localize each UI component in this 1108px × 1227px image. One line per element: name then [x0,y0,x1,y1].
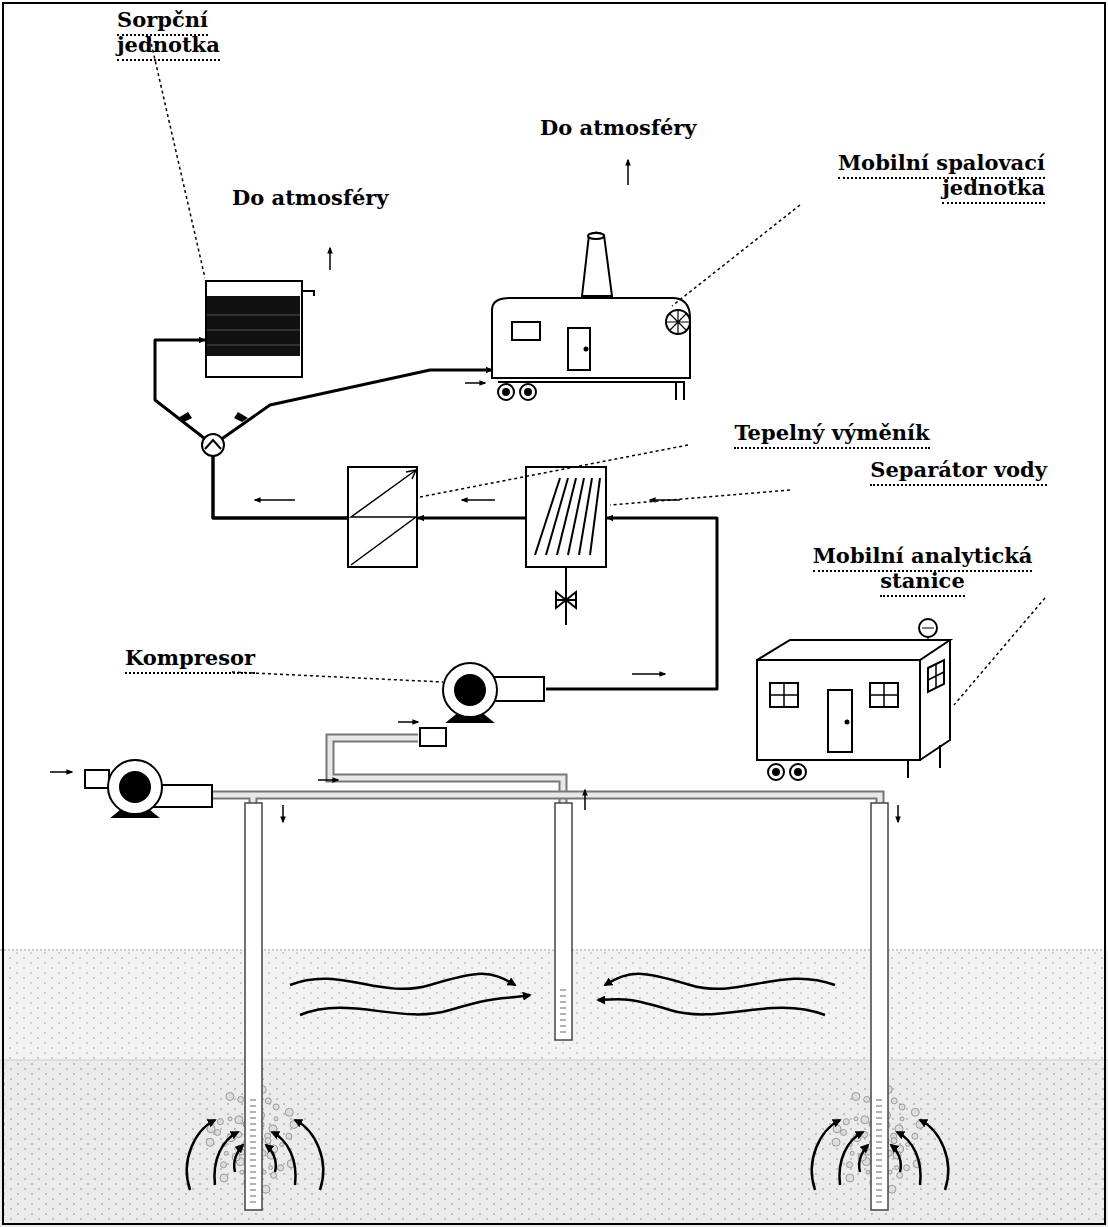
sorption-unit: Sorpční jednotka [205,280,303,378]
label-text: Mobilní analytická stanice [813,543,1033,597]
label-text: Separátor vody [870,457,1047,486]
sorbent-bed [207,296,300,356]
well [245,803,888,1210]
component-label: Sorpční jednotka [117,7,317,57]
component-label: Separátor vody [792,457,1047,482]
outlet-pipe [302,291,314,296]
blower [85,760,212,817]
separator-packing [535,478,600,555]
process-pipe [155,340,347,518]
label-text: Sorpční jednotka [117,7,220,61]
soil-layer [0,950,1108,1060]
blower [420,663,544,746]
heat-exchanger: Tepelný výměník [347,466,418,568]
exchanger-coil [351,470,416,565]
well-screen [250,990,882,1202]
analytical-station: Mobilní analytická stanice [757,640,950,760]
component-label: Tepelný výměník [692,420,972,445]
combustion-trailer [492,233,690,401]
label-text: Mobilní spalovací jednotka [838,150,1045,204]
label-text: Tepelný výměník [734,420,929,449]
three-way-valve [178,412,248,456]
combustion-unit: Mobilní spalovací jednotka [492,298,690,378]
soil-layer [0,1060,1108,1227]
gravel-pack [206,1086,924,1196]
exhaust-label: Do atmosféry [540,115,697,140]
component-label: Kompresor [125,645,255,670]
exhaust-label: Do atmosféry [232,185,389,210]
component-label: Mobilní spalovací jednotka [790,150,1045,200]
component-label: Mobilní analytická stanice [800,543,1045,593]
water-separator: Separátor vody [525,466,607,568]
flow-arrow [187,974,948,1190]
process-pipe [213,370,492,518]
leader-line [150,38,1045,705]
label-text: Kompresor [125,645,255,674]
compressor: Kompresor [444,663,546,721]
drain-valve [556,568,576,625]
process-pipe [546,518,717,689]
process-pipe [418,517,525,520]
analytical-trailer [757,619,950,780]
